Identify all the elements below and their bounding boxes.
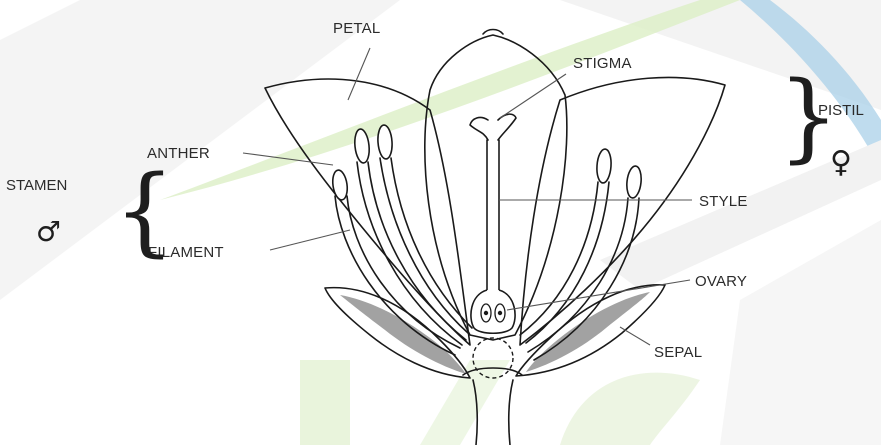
sepal-label: SEPAL	[654, 344, 702, 361]
female-symbol-icon: ♀	[830, 145, 852, 180]
pistil	[470, 114, 516, 333]
pistil-label: PISTIL	[818, 102, 864, 119]
ovary-label: OVARY	[695, 273, 747, 290]
petal-label: PETAL	[333, 20, 380, 37]
sepal-leader-line	[620, 327, 650, 345]
petal-leader-line	[348, 48, 370, 100]
stigma-label: STIGMA	[573, 55, 632, 72]
stamen-label: STAMEN	[6, 177, 67, 194]
filament-leader-line	[270, 230, 350, 250]
style-label: STYLE	[699, 193, 748, 210]
male-symbol-icon: ♂	[36, 215, 61, 248]
stamen-brace: {	[114, 155, 175, 267]
